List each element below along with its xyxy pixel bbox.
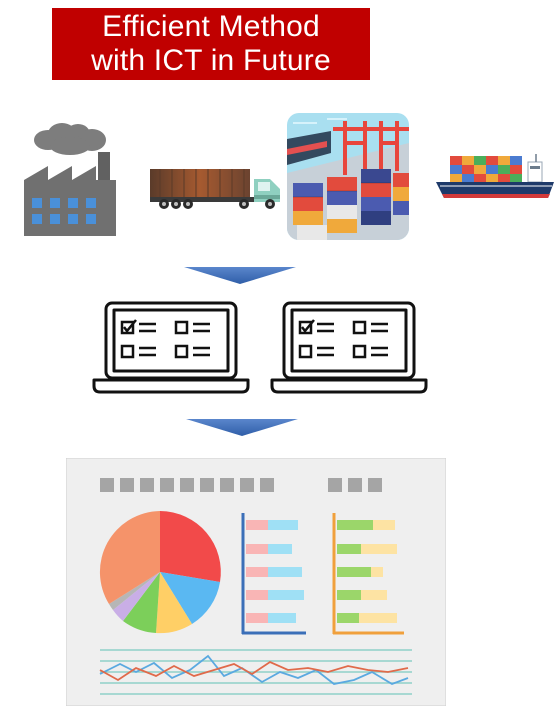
container-port-icon bbox=[287, 113, 409, 240]
factory-icon bbox=[20, 120, 120, 238]
laptop-checklist-icon bbox=[92, 300, 250, 396]
laptop-checklist-icon bbox=[270, 300, 428, 396]
title-banner: Efficient Method with ICT in Future bbox=[52, 8, 370, 80]
down-arrow-icon bbox=[186, 417, 298, 437]
dashboard-icon bbox=[66, 458, 446, 706]
line-chart bbox=[99, 649, 412, 695]
container-ship-icon bbox=[436, 152, 554, 206]
title-line-2: with ICT in Future bbox=[91, 44, 331, 77]
pie-chart bbox=[99, 511, 221, 634]
container-truck-icon bbox=[146, 165, 286, 211]
down-arrow-icon bbox=[184, 265, 296, 285]
title-line-1: Efficient Method bbox=[102, 10, 320, 43]
bar-chart-1 bbox=[241, 513, 306, 635]
bar-chart-2 bbox=[332, 513, 404, 635]
